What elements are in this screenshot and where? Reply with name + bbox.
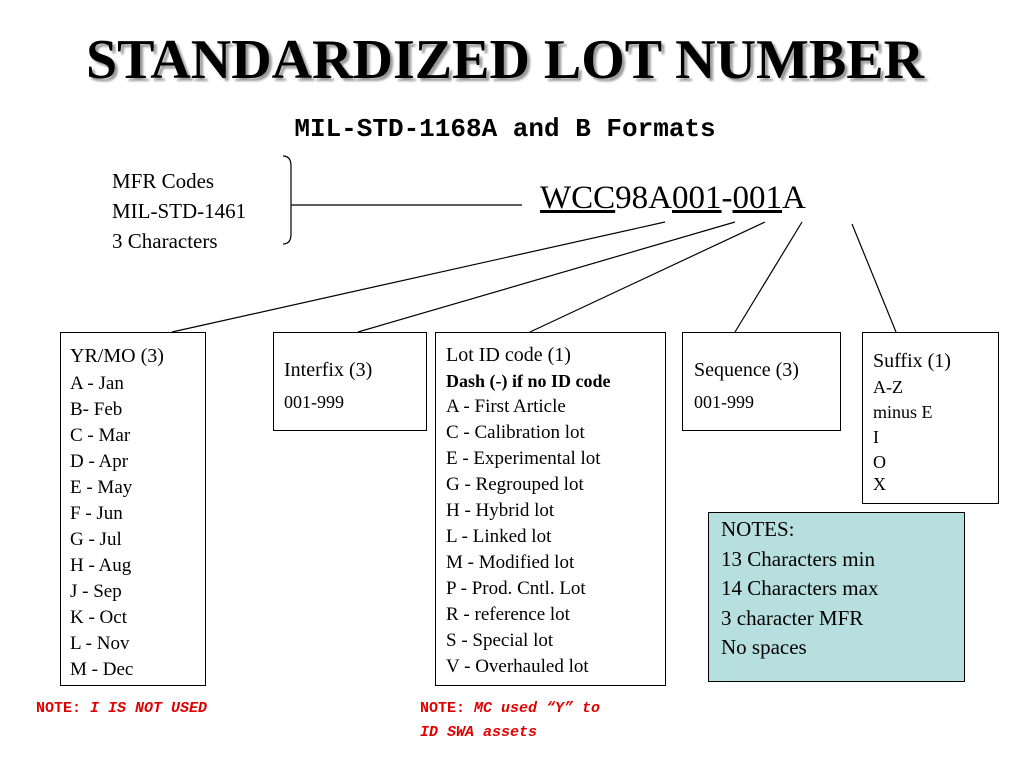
yrmo-item: G - Jul — [70, 529, 122, 550]
note-prefix: NOTE: — [36, 700, 91, 717]
yrmo-item: K - Oct — [70, 607, 127, 628]
lot-number-mfr: WCC — [540, 180, 616, 216]
lotid-title: Lot ID code (1) — [446, 344, 571, 366]
yrmo-item: L - Nov — [70, 633, 130, 654]
suffix-connector — [851, 223, 897, 333]
note-text: I IS NOT USED — [90, 700, 208, 717]
lotid-item: C - Calibration lot — [446, 422, 585, 443]
notes-item: No spaces — [721, 635, 807, 659]
lotid-item: G - Regrouped lot — [446, 474, 584, 495]
interfix-connector — [357, 221, 736, 333]
lotid-item: M - Modified lot — [446, 552, 575, 573]
notes-box: NOTES: 13 Characters min 14 Characters m… — [708, 512, 965, 682]
notes-title: NOTES: — [721, 517, 795, 541]
lotid-subtitle: Dash (-) if no ID code — [446, 371, 611, 391]
page-subtitle: MIL-STD-1168A and B Formats — [294, 114, 716, 144]
yrmo-connector — [171, 221, 666, 333]
sequence-connector — [734, 221, 803, 333]
yrmo-box: YR/MO (3) A - Jan B- Feb C - Mar D - Apr… — [60, 332, 206, 686]
notes-item: 3 character MFR — [721, 605, 864, 630]
note-text: MC used “Y” to — [474, 700, 601, 717]
interfix-range: 001-999 — [284, 392, 344, 412]
lot-number-dash: - — [721, 180, 733, 216]
notes-item: 14 Characters max — [721, 576, 879, 600]
note-text: ID SWA assets — [420, 724, 538, 741]
lotid-item: P - Prod. Cntl. Lot — [446, 578, 586, 599]
note-line: NOTE: MC used “Y” to — [420, 697, 600, 721]
yrmo-item: F - Jun — [70, 503, 123, 524]
lotid-item: R - reference lot — [446, 604, 570, 625]
yrmo-item: M - Dec — [70, 659, 134, 680]
mfr-codes-label: MFR Codes MIL-STD-1461 3 Characters — [112, 166, 246, 256]
suffix-item: minus E — [873, 402, 933, 422]
lot-number-sequence: 001 — [732, 180, 783, 216]
lotid-item: L - Linked lot — [446, 526, 552, 547]
interfix-title: Interfix (3) — [284, 359, 373, 381]
note-line: ID SWA assets — [420, 721, 600, 745]
yrmo-title: YR/MO (3) — [70, 345, 164, 367]
suffix-item: O — [873, 452, 886, 472]
lotid-item: V - Overhauled lot — [446, 656, 589, 677]
mfr-codes-line: 3 Characters — [112, 229, 218, 253]
mfr-codes-line: MIL-STD-1461 — [112, 199, 247, 223]
notes-item: 13 Characters min — [721, 546, 875, 571]
lotid-item: E - Experimental lot — [446, 448, 601, 469]
note-mc-swa: NOTE: MC used “Y” to ID SWA assets — [420, 697, 600, 745]
lotid-item: H - Hybrid lot — [446, 500, 555, 521]
interfix-box: Interfix (3) 001-999 — [273, 332, 427, 431]
lotid-connector — [529, 221, 766, 333]
lotid-item: S - Special lot — [446, 630, 554, 651]
sequence-title: Sequence (3) — [694, 359, 799, 381]
lotid-box: Lot ID code (1) Dash (-) if no ID code A… — [435, 332, 666, 686]
yrmo-item: A - Jan — [70, 373, 124, 394]
mfr-brace — [282, 155, 292, 245]
suffix-item: I — [873, 427, 879, 447]
lot-number-suffix: A — [782, 180, 806, 216]
lotid-item: A - First Article — [446, 396, 566, 417]
lot-number-example: WCC98A001-001A — [540, 180, 806, 217]
yrmo-item: D - Apr — [70, 451, 129, 472]
yrmo-item: E - May — [70, 477, 133, 498]
sequence-box: Sequence (3) 001-999 — [682, 332, 841, 431]
note-i-not-used: NOTE: I IS NOT USED — [36, 697, 207, 721]
page-title: STANDARDIZED LOT NUMBER — [85, 29, 925, 91]
suffix-item: X — [873, 474, 886, 494]
mfr-codes-line: MFR Codes — [112, 169, 215, 193]
note-prefix: NOTE: — [420, 700, 475, 717]
yrmo-item: J - Sep — [70, 581, 122, 602]
yrmo-item: C - Mar — [70, 425, 131, 446]
sequence-range: 001-999 — [694, 392, 754, 412]
suffix-title: Suffix (1) — [873, 350, 951, 372]
lot-number-interfix: 001 — [672, 180, 722, 216]
yrmo-item: H - Aug — [70, 555, 132, 576]
suffix-box: Suffix (1) A-Z minus E I O X — [862, 332, 999, 504]
yrmo-item: B- Feb — [70, 399, 123, 420]
suffix-item: A-Z — [873, 377, 903, 397]
lot-number-yrmo: 98A — [615, 180, 673, 216]
